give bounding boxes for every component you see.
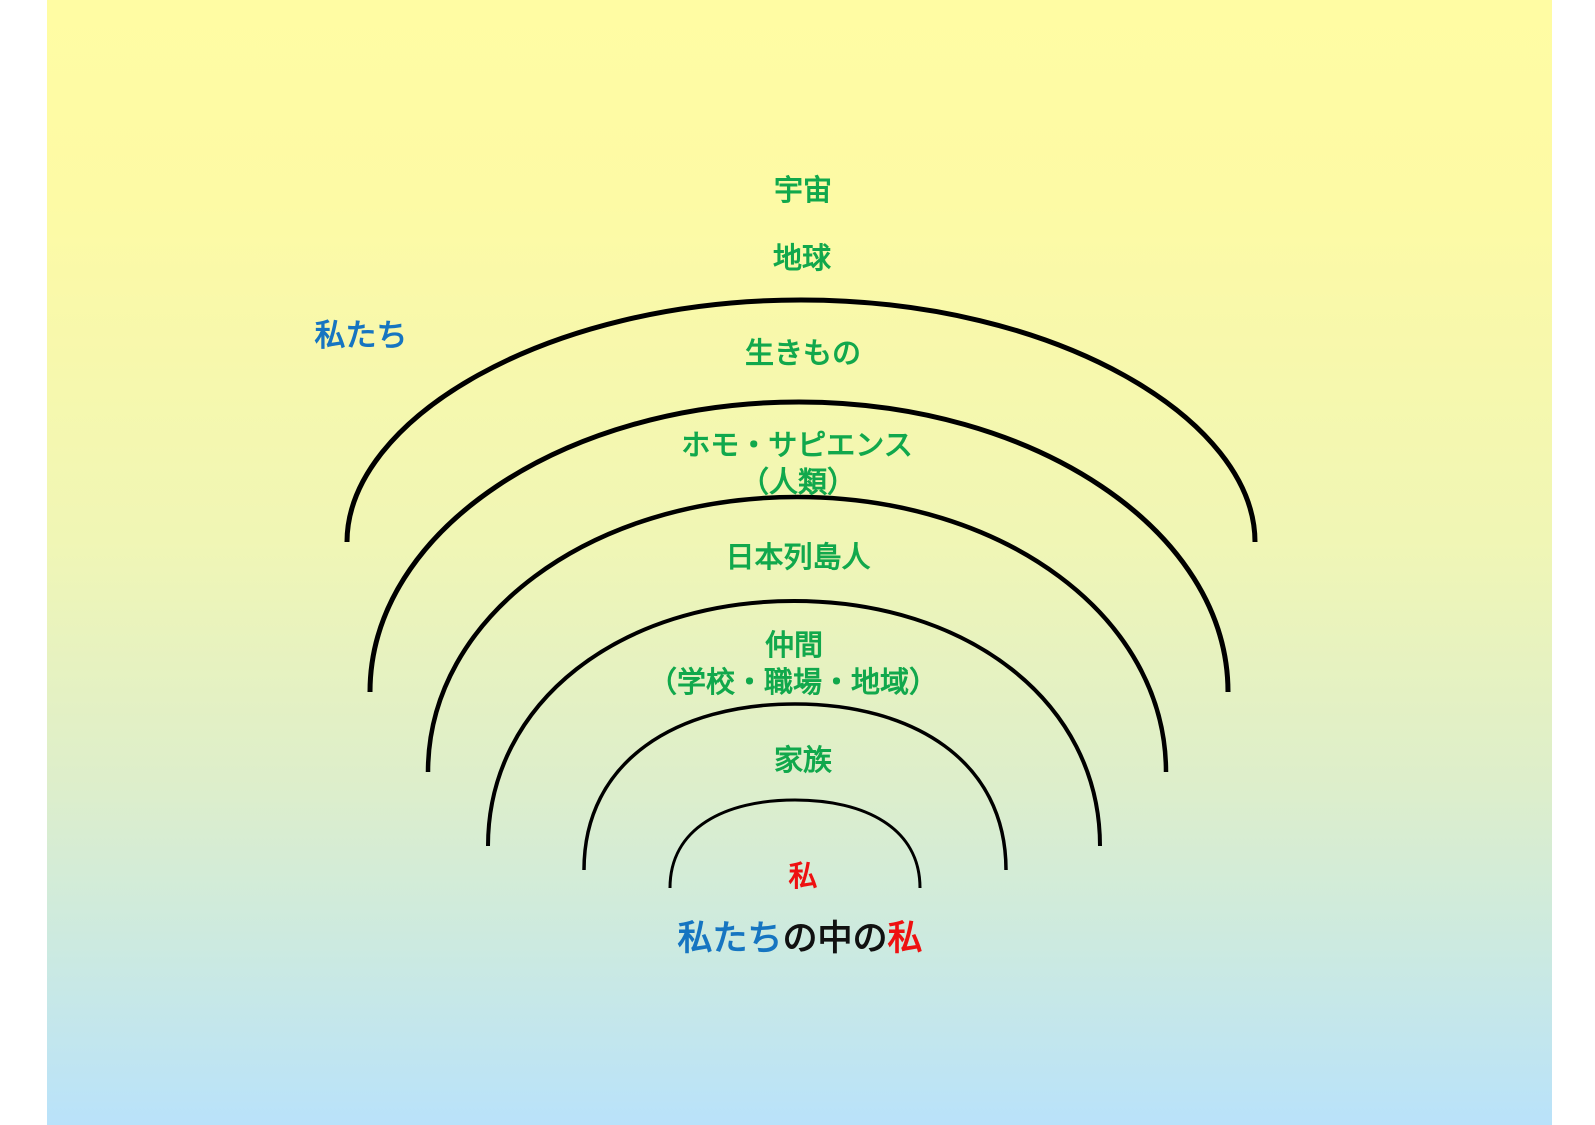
slide-background (47, 0, 1552, 1125)
center-label-me: 私 (788, 859, 817, 893)
caption: 私たちの中の私 (677, 919, 922, 959)
level-label-homo-sapiens: ホモ・サピエンス (681, 428, 912, 462)
level-label-living-things: 生きもの (745, 336, 861, 370)
arc-companions (486, 598, 1102, 847)
level-label-earth: 地球 (773, 241, 832, 275)
arc-japanese-islanders (425, 494, 1169, 773)
we-label: 私たち (315, 318, 408, 354)
level-label-companions-note: （学校・職場・地域） (648, 665, 938, 699)
arc-family (582, 702, 1008, 871)
caption-we: 私たち (677, 919, 782, 959)
level-label-homo-sapiens-note: （人類） (740, 465, 856, 499)
caption-within: の中の (782, 919, 887, 959)
level-label-universe: 宇宙 (774, 173, 832, 207)
level-label-family: 家族 (774, 743, 833, 777)
level-label-japanese-islanders: 日本列島人 (725, 540, 870, 574)
arc-homo-sapiens (367, 399, 1231, 693)
level-label-companions: 仲間 (765, 628, 823, 662)
caption-me: 私 (888, 919, 923, 959)
arc-me (668, 798, 922, 889)
arc-living-things (344, 297, 1258, 543)
